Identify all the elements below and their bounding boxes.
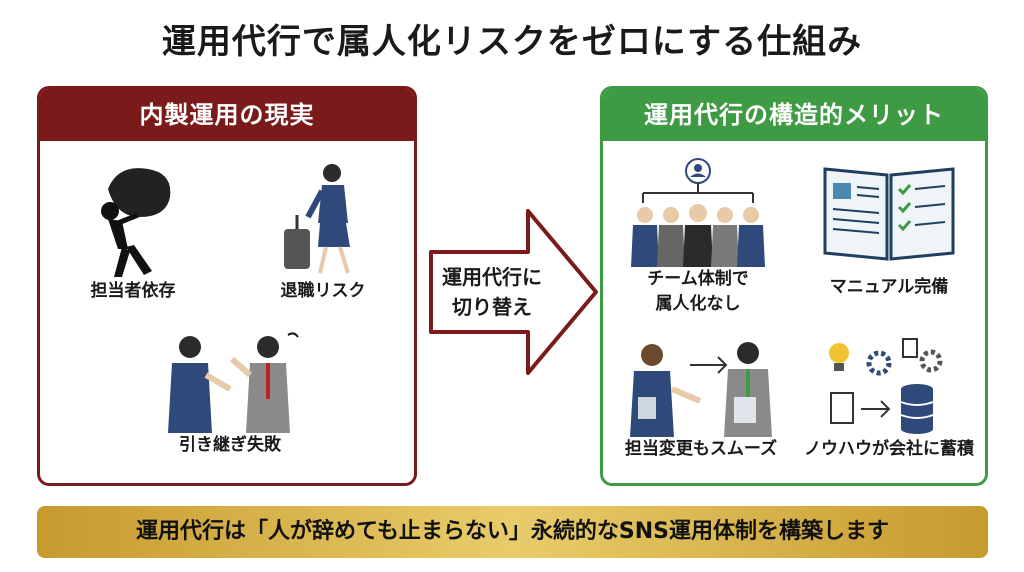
item-team-structure: チーム体制で 属人化なし xyxy=(613,155,783,317)
item-label: 担当者依存 xyxy=(90,281,176,301)
item-manual: マニュアル完備 xyxy=(803,155,975,300)
item-label: 担当変更もスムーズ xyxy=(624,439,778,459)
leaving-person-icon xyxy=(284,164,350,274)
outsourcing-panel-header: 運用代行の構造的メリット xyxy=(603,89,985,141)
burden-person-icon xyxy=(101,168,171,277)
item-label-line2: 属人化なし xyxy=(655,294,741,314)
item-knowhow-accumulation: ノウハウが会社に蓄積 xyxy=(793,337,985,462)
item-handover-failure: 引き継ぎ失敗 xyxy=(140,329,320,458)
item-label: 退職リスク xyxy=(280,281,366,301)
outsourcing-panel: 運用代行の構造的メリット チーム体制で 属人化なし マニュアル完備 xyxy=(600,86,988,486)
switch-arrow-label: 運用代行に 切り替え xyxy=(432,262,552,322)
page-title: 運用代行で属人化リスクをゼロにする仕組み xyxy=(161,22,863,62)
item-label: 引き継ぎ失敗 xyxy=(179,435,281,455)
team-org-icon xyxy=(631,158,765,267)
in-house-panel-header: 内製運用の現実 xyxy=(40,89,414,141)
item-person-dependency: 担当者依存 xyxy=(68,159,198,304)
switch-arrow-line1: 運用代行に xyxy=(442,265,542,289)
handover-people-icon xyxy=(168,332,299,433)
item-smooth-handover: 担当変更もスムーズ xyxy=(609,337,793,462)
summary-banner: 運用代行は「人が辞めても止まらない」永続的なSNS運用体制を構築します xyxy=(37,506,988,558)
knowhow-database-icon xyxy=(829,338,943,434)
item-resignation-risk: 退職リスク xyxy=(258,159,388,304)
smooth-handover-icon xyxy=(630,342,772,437)
item-label: マニュアル完備 xyxy=(829,277,949,297)
switch-arrow-line2: 切り替え xyxy=(452,295,532,319)
in-house-panel: 内製運用の現実 担当者依存 退職リスク xyxy=(37,86,417,486)
item-label: ノウハウが会社に蓄積 xyxy=(804,439,974,459)
manual-book-icon xyxy=(823,167,955,261)
item-label-line1: チーム体制で xyxy=(647,269,749,289)
switch-arrow-icon xyxy=(429,209,598,375)
